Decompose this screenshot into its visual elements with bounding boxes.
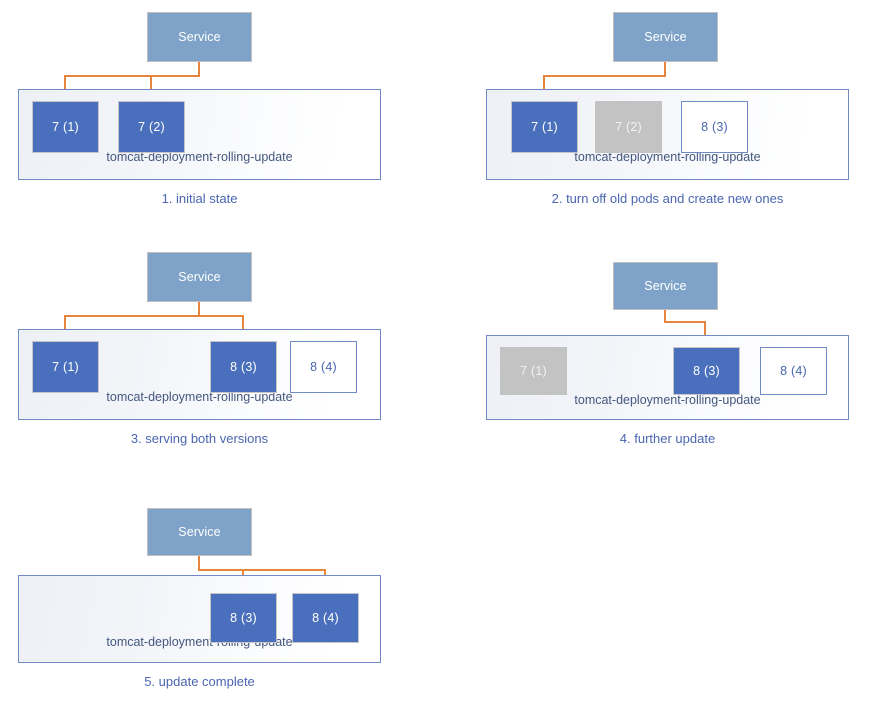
deployment-name-label: tomcat-deployment-rolling-update xyxy=(106,150,293,164)
pod-7-1[interactable]: 7 (1) xyxy=(32,341,99,393)
pod-8-3[interactable]: 8 (3) xyxy=(673,347,740,395)
pod-7-2[interactable]: 7 (2) xyxy=(595,101,662,153)
pod-7-1[interactable]: 7 (1) xyxy=(511,101,578,153)
pod-8-4[interactable]: 8 (4) xyxy=(290,341,357,393)
pod-8-3[interactable]: 8 (3) xyxy=(210,341,277,393)
pod-label: 8 (4) xyxy=(780,364,807,378)
pod-7-1[interactable]: 7 (1) xyxy=(32,101,99,153)
pod-label: 7 (1) xyxy=(52,360,79,374)
service-label: Service xyxy=(644,30,687,44)
panel-caption: 3. serving both versions xyxy=(130,431,269,446)
pod-label: 7 (2) xyxy=(138,120,165,134)
service-label: Service xyxy=(178,270,221,284)
service-box[interactable]: Service xyxy=(147,12,252,62)
service-box[interactable]: Service xyxy=(147,252,252,302)
panel-caption: 1. initial state xyxy=(161,191,238,206)
pod-label: 7 (2) xyxy=(615,120,642,134)
deployment-name-label: tomcat-deployment-rolling-update xyxy=(106,390,293,404)
deployment-name-label: tomcat-deployment-rolling-update xyxy=(574,393,761,407)
service-box[interactable]: Service xyxy=(147,508,252,556)
pod-label: 7 (1) xyxy=(520,364,547,378)
pod-label: 8 (3) xyxy=(230,360,257,374)
pod-8-4[interactable]: 8 (4) xyxy=(760,347,827,395)
panel-caption: 4. further update xyxy=(619,431,716,446)
pod-8-3[interactable]: 8 (3) xyxy=(210,593,277,643)
pod-label: 7 (1) xyxy=(52,120,79,134)
pod-label: 8 (3) xyxy=(230,611,257,625)
pod-label: 8 (4) xyxy=(310,360,337,374)
service-box[interactable]: Service xyxy=(613,262,718,310)
service-label: Service xyxy=(644,279,687,293)
service-label: Service xyxy=(178,525,221,539)
pod-label: 8 (3) xyxy=(701,120,728,134)
panel-caption: 5. update complete xyxy=(144,674,255,689)
pod-8-4[interactable]: 8 (4) xyxy=(292,593,359,643)
pod-7-1[interactable]: 7 (1) xyxy=(500,347,567,395)
pod-label: 8 (3) xyxy=(693,364,720,378)
service-box[interactable]: Service xyxy=(613,12,718,62)
pod-8-3[interactable]: 8 (3) xyxy=(681,101,748,153)
pod-label: 7 (1) xyxy=(531,120,558,134)
panel-caption: 2. turn off old pods and create new ones xyxy=(551,191,784,206)
service-label: Service xyxy=(178,30,221,44)
deployment-name-label: tomcat-deployment-rolling-update xyxy=(574,150,761,164)
pod-7-2[interactable]: 7 (2) xyxy=(118,101,185,153)
pod-label: 8 (4) xyxy=(312,611,339,625)
